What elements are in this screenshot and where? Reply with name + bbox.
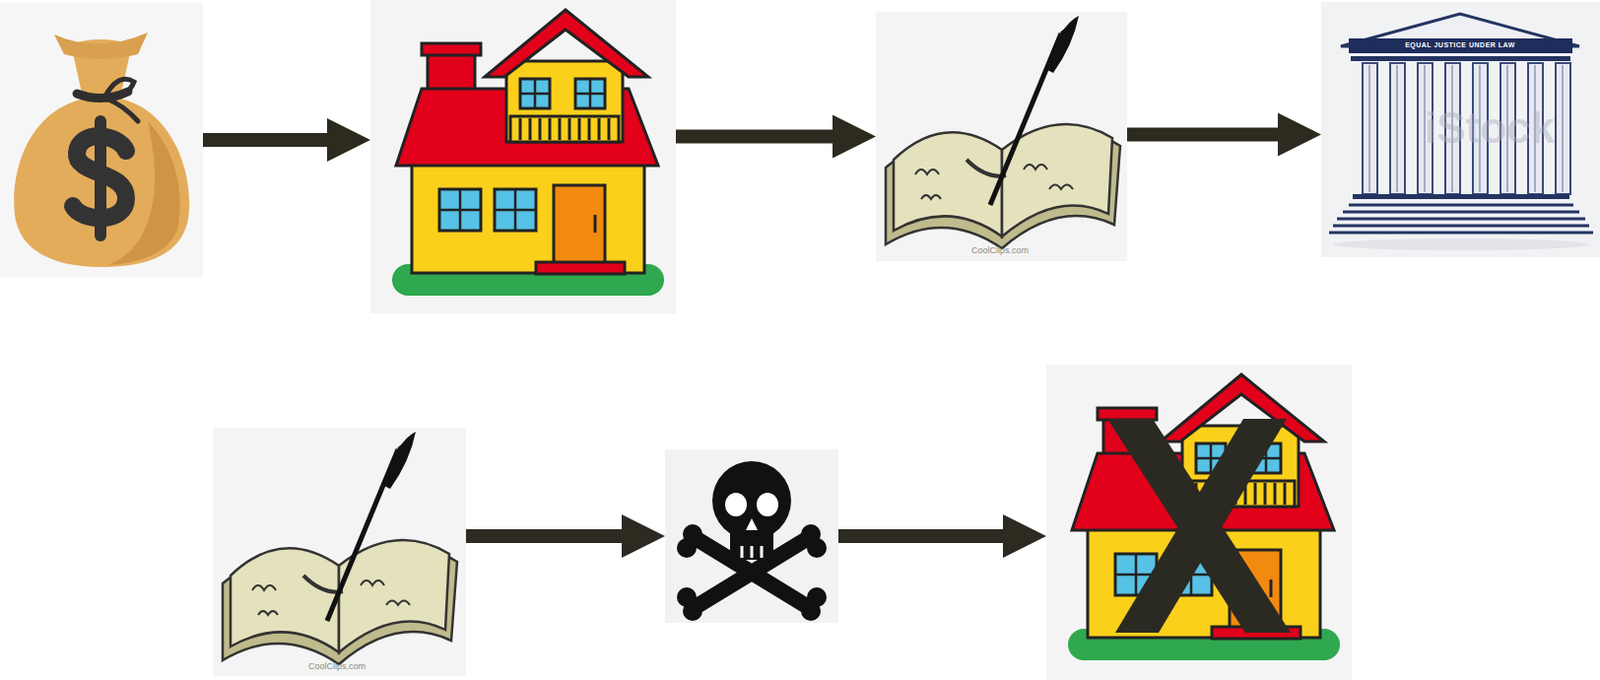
money-bag-tile	[0, 2, 203, 277]
arrow-shaft	[202, 133, 332, 147]
credit-text: CoolClips.com	[308, 662, 366, 671]
flow-arrow	[466, 514, 666, 558]
arrow-head	[832, 115, 876, 159]
arrow-shaft	[1127, 128, 1282, 142]
house-tile	[370, 0, 676, 314]
flow-arrow	[838, 514, 1047, 558]
arrow-head	[1002, 514, 1047, 558]
arrow-shaft	[675, 130, 837, 144]
arrow-head	[621, 514, 666, 558]
money-bag-icon-part	[0, 2, 203, 277]
flow-arrow	[1127, 113, 1322, 157]
flow-arrow	[202, 118, 371, 162]
arrow-head	[327, 118, 371, 162]
book-tile: CoolClips.com	[212, 427, 467, 676]
book-tile: CoolClips.com	[875, 11, 1128, 262]
skull-tile	[665, 449, 839, 623]
arrow-shaft	[838, 529, 1007, 543]
arrow-head	[1277, 113, 1322, 157]
money-bag-icon	[0, 2, 203, 277]
arrow-shaft	[466, 529, 626, 543]
credit-text: CoolClips.com	[971, 246, 1029, 256]
crossed-house-tile	[1046, 364, 1352, 680]
inscription: EQUAL JUSTICE UNDER LAW	[1404, 41, 1516, 49]
flow-arrow	[675, 115, 876, 159]
watermark: iStock	[1424, 106, 1555, 150]
